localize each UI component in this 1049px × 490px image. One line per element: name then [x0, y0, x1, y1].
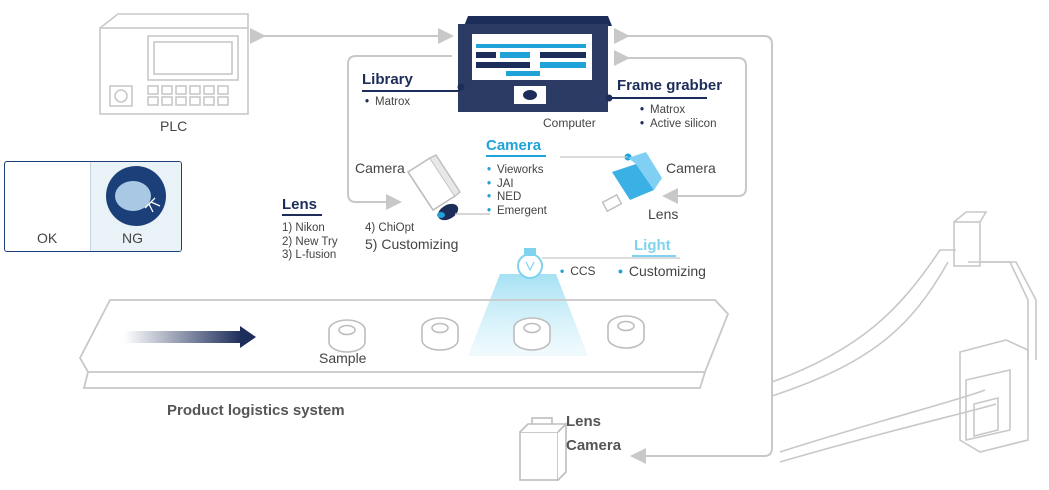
- frame-grabber-list: •Matrox •Active silicon: [640, 104, 716, 131]
- camera-title: Camera: [486, 137, 542, 154]
- camera-underline: [486, 155, 546, 157]
- direction-arrow: [124, 331, 242, 343]
- frame-grabber-item: •Matrox: [640, 104, 686, 116]
- camera-right-lens-label: Lens: [648, 206, 679, 222]
- library-list: •Matrox: [365, 96, 410, 110]
- lens-item: 1) Nikon: [282, 222, 325, 234]
- direction-arrow-head: [240, 326, 256, 348]
- camera-right-label: Camera: [666, 160, 716, 176]
- bottom-lens-label: Lens: [566, 413, 602, 430]
- lens-list-col1: 1) Nikon 2) New Try 3) L-fusion: [282, 222, 338, 263]
- computer-device: [457, 16, 613, 112]
- camera-left-icon: [406, 154, 490, 221]
- computer-label: Computer: [543, 116, 596, 130]
- lens-item: 4) ChiOpt: [365, 222, 415, 234]
- camera-vendor-item: •NED: [487, 191, 522, 203]
- camera-blue-icon: [560, 152, 662, 213]
- library-item: •Matrox: [365, 96, 411, 108]
- inspection-result-panel: OK NG: [4, 161, 182, 252]
- library-underline: [362, 90, 460, 92]
- plc-device: [99, 13, 249, 115]
- camera-vendor-item: •JAI: [487, 177, 514, 190]
- frame-grabber-item: •Active silicon: [640, 117, 717, 130]
- lens-item: 5) Customizing: [365, 235, 459, 252]
- connection-lines: [250, 28, 773, 464]
- camera-vendor-item: •Emergent: [487, 204, 547, 217]
- ok-label: OK: [37, 230, 58, 246]
- frame-grabber-title: Frame grabber: [617, 77, 723, 94]
- lens-title: Lens: [282, 196, 318, 213]
- conveyor-belt: [78, 299, 730, 389]
- camera-vendor-list: •Vieworks •JAI •NED •Emergent: [487, 164, 547, 218]
- robot-arm: [771, 211, 1037, 463]
- light-underline: [632, 255, 676, 257]
- plc-label: PLC: [160, 118, 188, 134]
- frame-grabber-underline: [610, 97, 707, 99]
- camera-left-label: Camera: [355, 160, 405, 176]
- light-item: •Customizing: [618, 263, 706, 279]
- camera-vendor-item: •Vieworks: [487, 164, 544, 176]
- ng-sample-icon: [106, 166, 166, 226]
- bottom-camera-label: Camera: [566, 437, 622, 454]
- lens-item: 2) New Try: [282, 235, 338, 248]
- lens-list-col2: 4) ChiOpt 5) Customizing: [365, 222, 458, 252]
- ng-label: NG: [122, 230, 143, 246]
- panel-divider: [90, 162, 91, 251]
- light-title: Light: [634, 237, 671, 254]
- product-logistics-label: Product logistics system: [167, 402, 345, 419]
- lens-item: 3) L-fusion: [282, 249, 337, 261]
- light-item: •CCS: [560, 264, 596, 278]
- library-title: Library: [362, 71, 413, 88]
- sample-label: Sample: [319, 350, 367, 366]
- sample-pieces: [328, 315, 645, 353]
- bottom-camera-icon: [519, 417, 568, 481]
- light-icon: [468, 248, 680, 356]
- lens-underline: [282, 214, 322, 216]
